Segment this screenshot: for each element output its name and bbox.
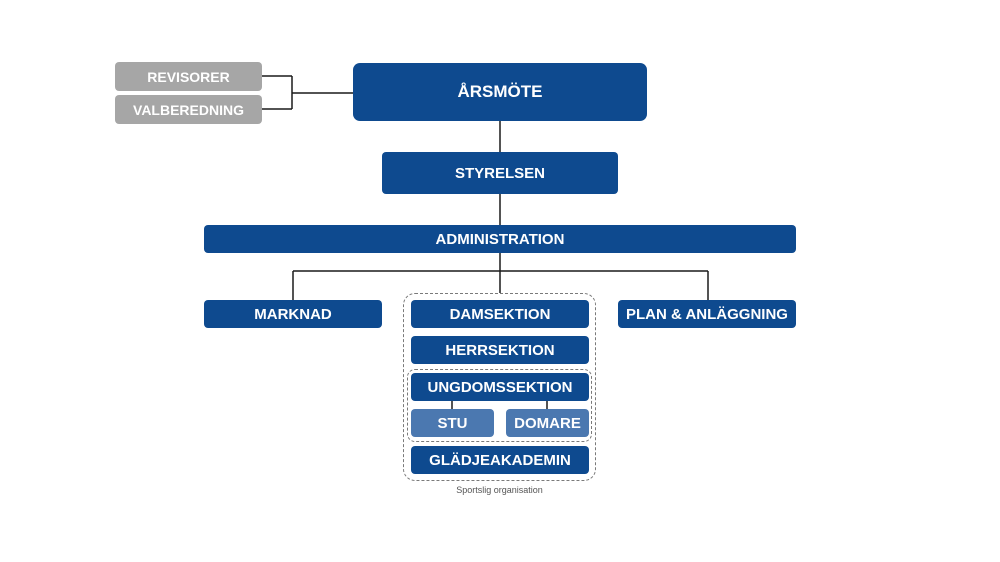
node-ungdomssektion: UNGDOMSSEKTION	[411, 373, 589, 401]
node-revisorer: REVISORER	[115, 62, 262, 91]
node-domare: DOMARE	[506, 409, 589, 437]
node-herrsektion-label: HERRSEKTION	[445, 341, 555, 359]
node-valberedning-label: VALBEREDNING	[133, 101, 244, 118]
node-gladjeakademin-label: GLÄDJEAKADEMIN	[429, 451, 571, 469]
node-stu-label: STU	[437, 414, 468, 432]
node-administration: ADMINISTRATION	[204, 225, 796, 253]
node-domare-label: DOMARE	[514, 414, 581, 432]
node-administration-label: ADMINISTRATION	[435, 230, 565, 248]
node-valberedning: VALBEREDNING	[115, 95, 262, 124]
node-marknad-label: MARKNAD	[254, 305, 332, 323]
node-marknad: MARKNAD	[204, 300, 382, 328]
youth-section-group	[407, 369, 592, 442]
sports-organisation-caption: Sportslig organisation	[456, 485, 543, 495]
node-damsektion-label: DAMSEKTION	[449, 305, 551, 323]
sports-organisation-group	[403, 293, 596, 481]
node-plan-anlaggning-label: PLAN & ANLÄGGNING	[626, 305, 788, 323]
node-stu: STU	[411, 409, 494, 437]
node-ungdomssektion-label: UNGDOMSSEKTION	[427, 378, 573, 396]
node-damsektion: DAMSEKTION	[411, 300, 589, 328]
node-styrelsen: STYRELSEN	[382, 152, 618, 194]
node-arsmote-label: ÅRSMÖTE	[457, 82, 543, 101]
node-gladjeakademin: GLÄDJEAKADEMIN	[411, 446, 589, 474]
node-revisorer-label: REVISORER	[147, 68, 230, 85]
node-herrsektion: HERRSEKTION	[411, 336, 589, 364]
node-arsmote: ÅRSMÖTE	[353, 63, 647, 121]
node-styrelsen-label: STYRELSEN	[454, 164, 545, 182]
node-plan-anlaggning: PLAN & ANLÄGGNING	[618, 300, 796, 328]
